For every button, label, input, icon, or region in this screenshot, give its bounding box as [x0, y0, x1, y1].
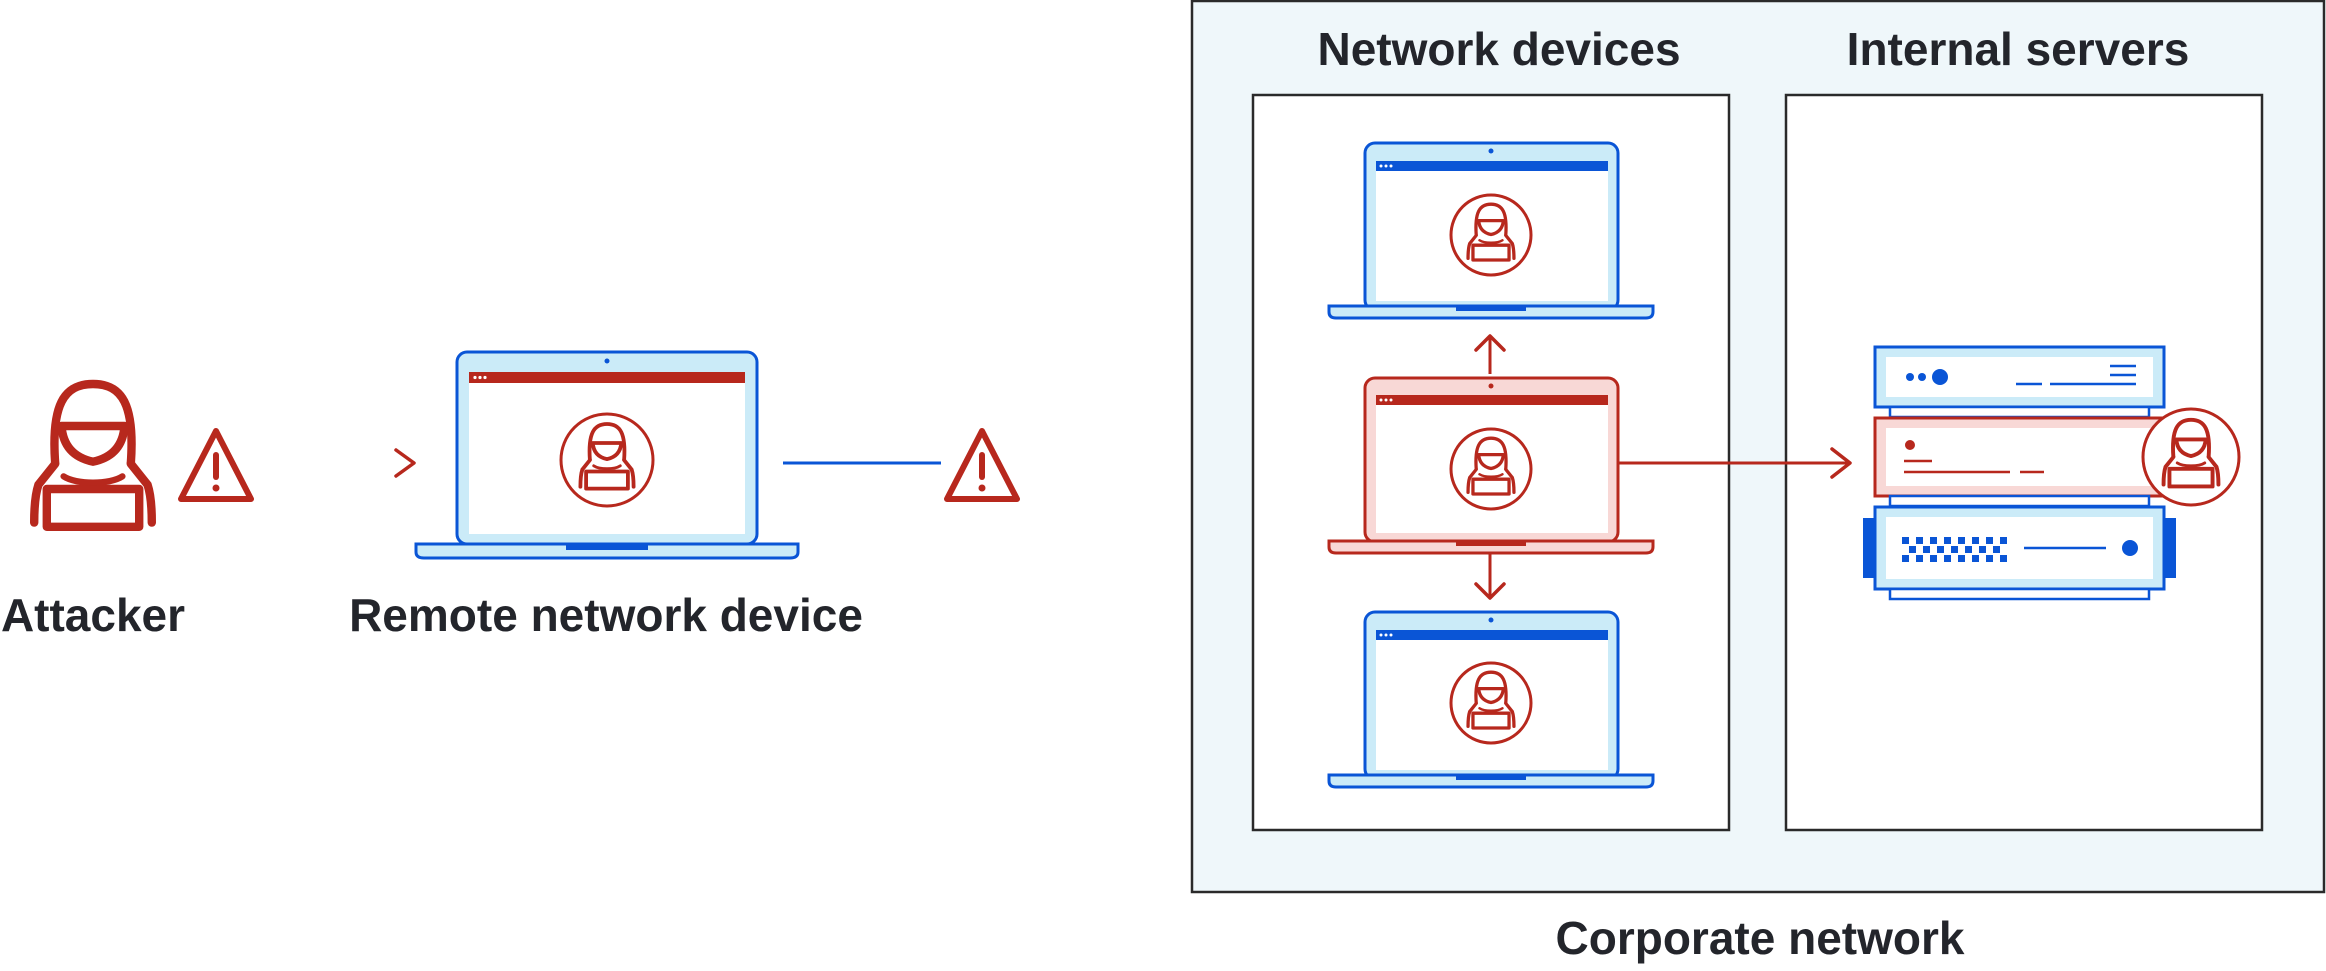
network-device-laptop-icon	[1327, 610, 1655, 789]
arrow-icon	[1474, 582, 1506, 600]
network-device-laptop-icon	[1327, 141, 1655, 320]
arrow-icon	[394, 448, 416, 478]
network-devices-title: Network devices	[1317, 23, 1680, 75]
compromised-laptop-icon	[1327, 376, 1655, 555]
internal-servers-title: Internal servers	[1847, 23, 2190, 75]
arrow-icon	[1474, 334, 1506, 352]
corporate-network-label: Corporate network	[1556, 912, 1965, 964]
arrow-icon	[1830, 447, 1852, 479]
server-rack-icon	[1863, 345, 2241, 601]
remote-device-laptop-icon	[414, 350, 800, 560]
warning-triangle-icon	[181, 431, 251, 499]
attacker-label: Attacker	[1, 589, 185, 641]
remote-device-label: Remote network device	[349, 589, 863, 641]
attacker-icon	[34, 384, 152, 527]
warning-triangle-icon	[947, 431, 1017, 499]
connection-lines	[240, 334, 1852, 600]
